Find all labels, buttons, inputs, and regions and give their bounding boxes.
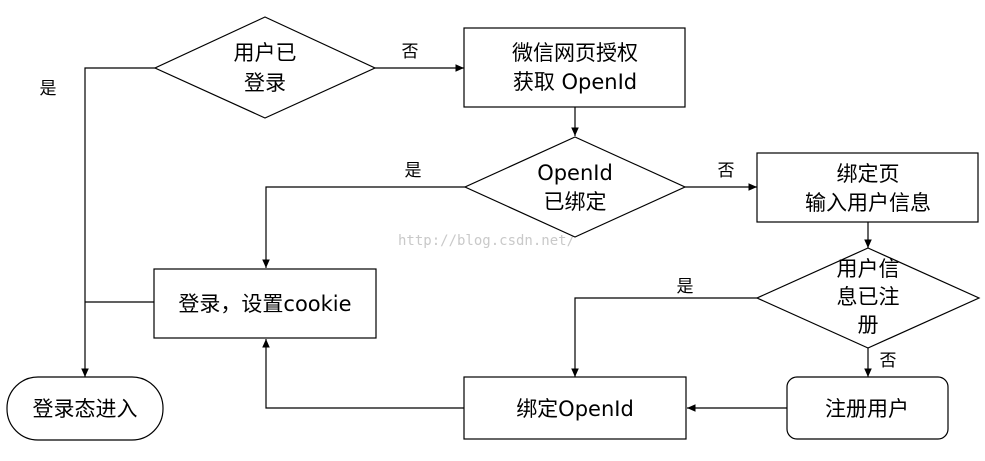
decision-openid-bound-line-2: 已绑定 bbox=[544, 190, 607, 214]
terminal-logged-in-state-label: 登录态进入 bbox=[33, 397, 138, 421]
edge-registered-yes bbox=[571, 297, 757, 377]
process-bind-page-shape bbox=[756, 152, 979, 223]
process-login-set-cookie: 登录，设置cookie bbox=[153, 268, 377, 339]
process-wechat-auth-shape bbox=[463, 27, 686, 108]
decision-user-registered-line-2: 息已注 bbox=[837, 285, 900, 309]
process-register-user-label: 注册用户 bbox=[825, 397, 909, 421]
decision-openid-bound-shape bbox=[463, 136, 687, 238]
label-logged-in-no: 否 bbox=[402, 42, 419, 62]
label-logged-in-yes: 是 bbox=[40, 79, 57, 99]
decision-logged-in: 用户已 登录 bbox=[153, 16, 377, 119]
label-bound-no: 否 bbox=[718, 161, 735, 181]
process-wechat-auth-line-1: 微信网页授权 bbox=[512, 41, 638, 65]
edges bbox=[81, 64, 872, 412]
watermark-text: http://blog.csdn.net/ bbox=[398, 233, 575, 249]
label-bound-yes: 是 bbox=[405, 161, 422, 181]
process-bind-page: 绑定页 输入用户信息 bbox=[756, 152, 979, 223]
process-register-user: 注册用户 bbox=[786, 376, 949, 440]
decision-user-registered: 用户信 息已注 册 bbox=[755, 247, 981, 349]
process-bind-openid: 绑定OpenId bbox=[463, 376, 687, 440]
decision-logged-in-line-1: 用户已 bbox=[234, 41, 297, 65]
process-bind-openid-label: 绑定OpenId bbox=[516, 397, 634, 421]
label-registered-no: 否 bbox=[880, 351, 897, 371]
process-bind-openid-shape bbox=[463, 376, 687, 440]
edge-logged-in-yes bbox=[81, 67, 155, 377]
edge-bound-yes bbox=[262, 186, 465, 268]
decision-user-registered-line-3: 册 bbox=[858, 313, 879, 337]
process-wechat-auth: 微信网页授权 获取 OpenId bbox=[463, 27, 686, 108]
decision-user-registered-line-1: 用户信 bbox=[837, 257, 900, 281]
process-login-set-cookie-shape bbox=[153, 268, 377, 339]
process-wechat-auth-line-2: 获取 OpenId bbox=[513, 70, 637, 94]
decision-logged-in-shape bbox=[153, 16, 377, 119]
decision-openid-bound-line-1: OpenId bbox=[537, 161, 613, 185]
edge-bind-to-login bbox=[262, 339, 464, 409]
terminal-logged-in-state-shape bbox=[6, 376, 164, 441]
decision-user-registered-shape bbox=[755, 247, 981, 349]
edge-labels: 是 否 是 否 是 否 bbox=[40, 42, 897, 371]
terminal-logged-in-state: 登录态进入 bbox=[6, 376, 164, 441]
decision-openid-bound: OpenId 已绑定 bbox=[463, 136, 687, 238]
process-register-user-shape bbox=[786, 376, 949, 440]
decision-logged-in-line-2: 登录 bbox=[244, 71, 286, 95]
process-login-set-cookie-label: 登录，设置cookie bbox=[178, 292, 351, 316]
label-registered-yes: 是 bbox=[677, 277, 694, 297]
nodes: 用户已 登录 微信网页授权 获取 OpenId OpenId 已绑定 绑定页 输… bbox=[6, 16, 981, 441]
process-bind-page-line-1: 绑定页 bbox=[837, 162, 900, 186]
process-bind-page-line-2: 输入用户信息 bbox=[805, 191, 931, 215]
